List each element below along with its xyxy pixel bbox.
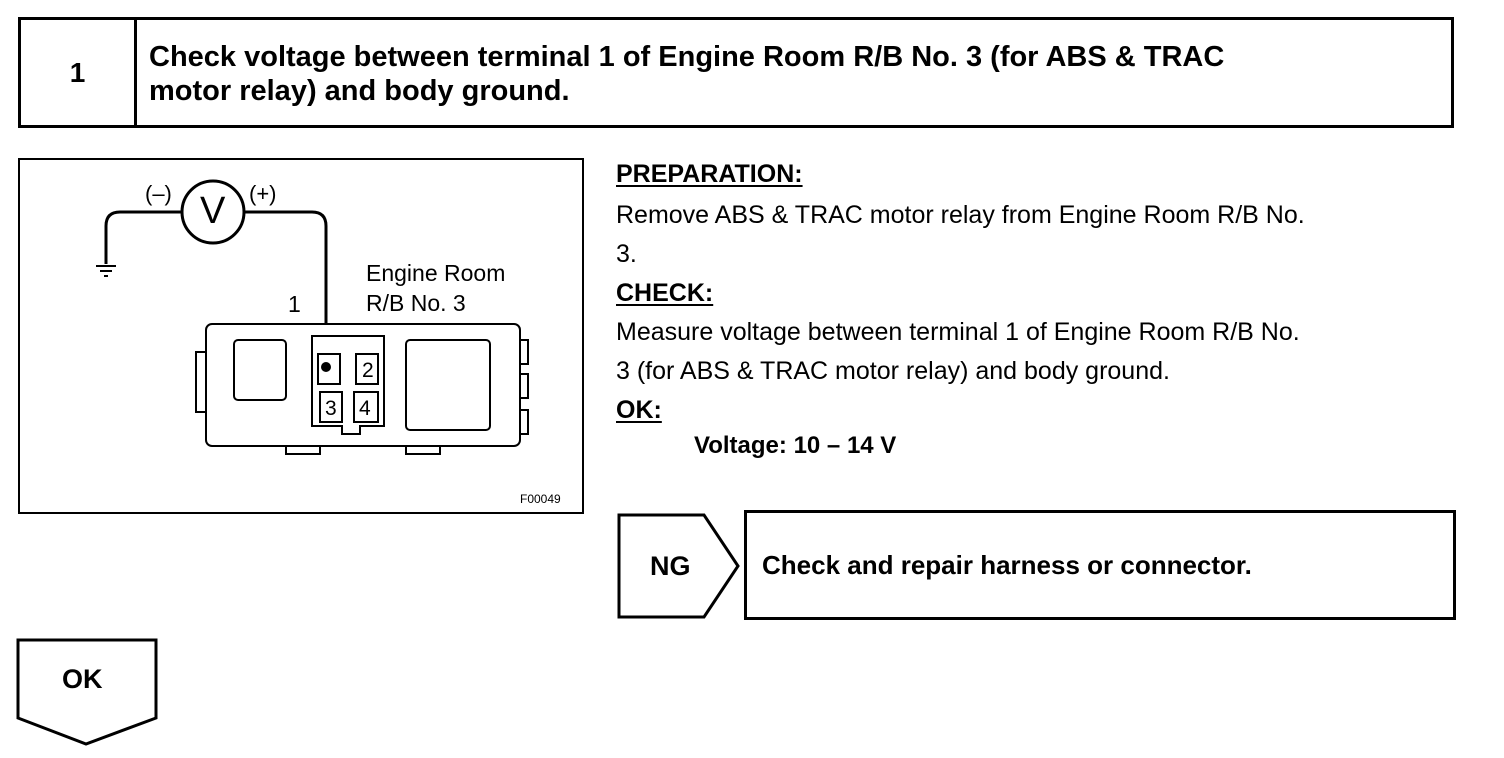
positive-label: (+) <box>249 181 277 206</box>
relay-block-tab-right-3 <box>519 409 529 435</box>
ground-symbol-icon <box>96 265 116 277</box>
voltage-spec: Voltage: 10 – 14 V <box>694 432 897 459</box>
wiring-figure: (–) (+) V 1 Engine Room R/B No. 3 2 3 4 … <box>18 158 584 514</box>
step-header: 1 Check voltage between terminal 1 of En… <box>18 17 1454 128</box>
voltmeter-letter: V <box>200 190 226 232</box>
step-title-line-2: motor relay) and body ground. <box>149 75 570 107</box>
ng-label: NG <box>650 551 691 581</box>
relay-block-tab-right-1 <box>519 339 529 365</box>
preparation-text: Remove ABS & TRAC motor relay from Engin… <box>616 196 1476 274</box>
figure-code: F00049 <box>520 492 561 506</box>
ok-label: OK <box>62 664 103 694</box>
ok-heading: OK: <box>616 396 662 424</box>
step-title-line-1: Check voltage between terminal 1 of Engi… <box>149 41 1225 73</box>
terminal-4 <box>353 391 379 423</box>
preparation-line-2: 3. <box>616 240 637 268</box>
relay-block-tab-bottom-1 <box>285 445 321 455</box>
terminal-4-number: 4 <box>359 397 371 420</box>
relay-block-tab-left <box>195 351 207 413</box>
box-label-line-2: R/B No. 3 <box>366 290 466 316</box>
terminal-3 <box>319 391 343 423</box>
preparation-line-1: Remove ABS & TRAC motor relay from Engin… <box>616 201 1305 229</box>
step-number: 1 <box>21 20 137 125</box>
check-line-2: 3 (for ABS & TRAC motor relay) and body … <box>616 357 1170 385</box>
preparation-heading: PREPARATION: <box>616 160 803 188</box>
terminal-2 <box>355 353 379 385</box>
relay-block-tab-right-2 <box>519 373 529 399</box>
empty-socket-right <box>405 339 491 431</box>
wiring-diagram <box>96 179 529 455</box>
terminal-2-number: 2 <box>362 359 374 382</box>
ng-action-text: Check and repair harness or connector. <box>762 549 1252 580</box>
ok-arrow-shape <box>16 638 158 746</box>
negative-label: (–) <box>145 181 172 206</box>
terminal-1-label: 1 <box>288 291 301 317</box>
step-title: Check voltage between terminal 1 of Engi… <box>137 20 1451 125</box>
relay-block-tab-bottom-2 <box>405 445 441 455</box>
ng-arrow-shape <box>617 513 740 619</box>
empty-socket-left <box>233 339 287 401</box>
probe-wire <box>244 210 328 365</box>
probe-tip <box>321 362 331 372</box>
check-line-1: Measure voltage between terminal 1 of En… <box>616 318 1300 346</box>
check-heading: CHECK: <box>616 279 714 307</box>
ground-wire <box>104 210 182 264</box>
box-label-line-1: Engine Room <box>366 260 506 286</box>
terminal-3-number: 3 <box>325 397 337 420</box>
ng-action-box: Check and repair harness or connector. <box>744 510 1456 620</box>
check-text: Measure voltage between terminal 1 of En… <box>616 313 1476 391</box>
